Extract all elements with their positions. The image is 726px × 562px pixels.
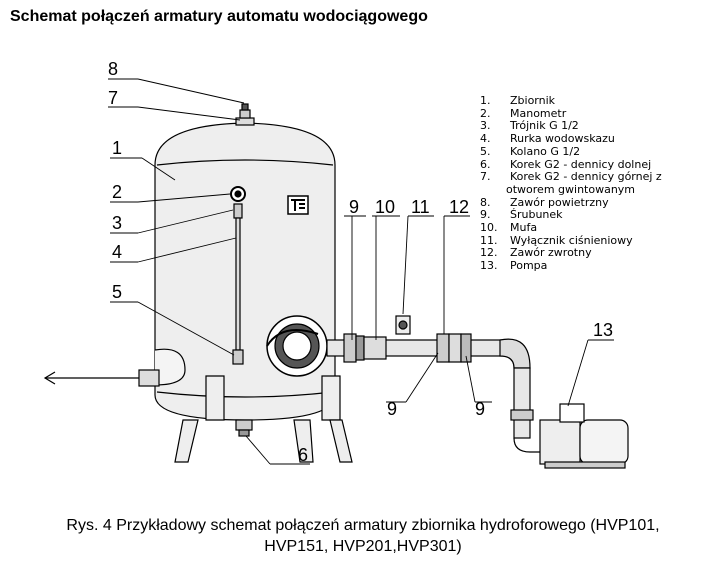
parts-legend: 1.Zbiornik 2.Manometr 3.Trójnik G 1/2 4.… — [480, 94, 720, 273]
callout-3: 3 — [112, 213, 123, 233]
tank-legs — [174, 375, 353, 463]
callout-9-bottom-left: 9 — [387, 399, 398, 419]
legend-item: 9.Śrubunek — [480, 208, 563, 222]
callout-9-bottom-right: 9 — [475, 399, 486, 419]
bottom-plug — [235, 419, 253, 437]
legend-item: 3.Trójnik G 1/2 — [480, 119, 579, 133]
legend-item: 1.Zbiornik — [480, 94, 556, 107]
legend-item: 4.Rurka wodowskazu — [480, 132, 615, 146]
legend-item: 11.Wyłącznik ciśnieniowy — [480, 233, 633, 247]
callout-9-top: 9 — [349, 197, 360, 217]
nameplate — [287, 195, 309, 215]
left-outlet — [43, 348, 186, 387]
callout-6: 6 — [298, 445, 309, 465]
callout-11: 11 — [411, 197, 430, 217]
leader-lines — [108, 78, 614, 465]
callout-10: 10 — [375, 197, 396, 217]
caption-line-2: HVP151, HVP201,HVP301) — [264, 538, 462, 555]
callout-1: 1 — [112, 138, 123, 158]
piping — [326, 333, 540, 453]
legend-item: 5.Kolano G 1/2 — [480, 144, 581, 158]
page-title: Schemat połączeń armatury automatu wodoc… — [10, 8, 428, 25]
callout-7: 7 — [108, 88, 119, 108]
side-flange — [266, 315, 328, 377]
callout-13: 13 — [593, 320, 614, 340]
callout-4: 4 — [112, 242, 123, 262]
gauge-assembly — [230, 186, 246, 365]
legend-item: 6.Korek G2 - dennicy dolnej — [480, 157, 652, 171]
legend-item: 2.Manometr — [480, 106, 567, 120]
pressure-switch — [395, 315, 411, 335]
top-plug-assembly — [235, 103, 255, 126]
legend-item-continuation: otworem gwintowanym — [506, 182, 636, 196]
callout-12: 12 — [449, 197, 470, 217]
caption-line-1: Rys. 4 Przykładowy schemat połączeń arma… — [66, 517, 660, 534]
legend-item: 7.Korek G2 - dennicy górnej z — [480, 170, 662, 184]
callout-5: 5 — [112, 282, 123, 302]
pump — [539, 403, 629, 469]
legend-item: 13.Pompa — [480, 259, 548, 273]
legend-item: 10.Mufa — [480, 221, 538, 235]
tank-connection-diagram — [43, 78, 629, 469]
figure-caption: Rys. 4 Przykładowy schemat połączeń arma… — [0, 515, 726, 557]
legend-item: 12.Zawór zwrotny — [480, 246, 592, 260]
callout-2: 2 — [112, 182, 123, 202]
callout-8: 8 — [108, 59, 119, 79]
legend-item: 8.Zawór powietrzny — [480, 195, 609, 209]
